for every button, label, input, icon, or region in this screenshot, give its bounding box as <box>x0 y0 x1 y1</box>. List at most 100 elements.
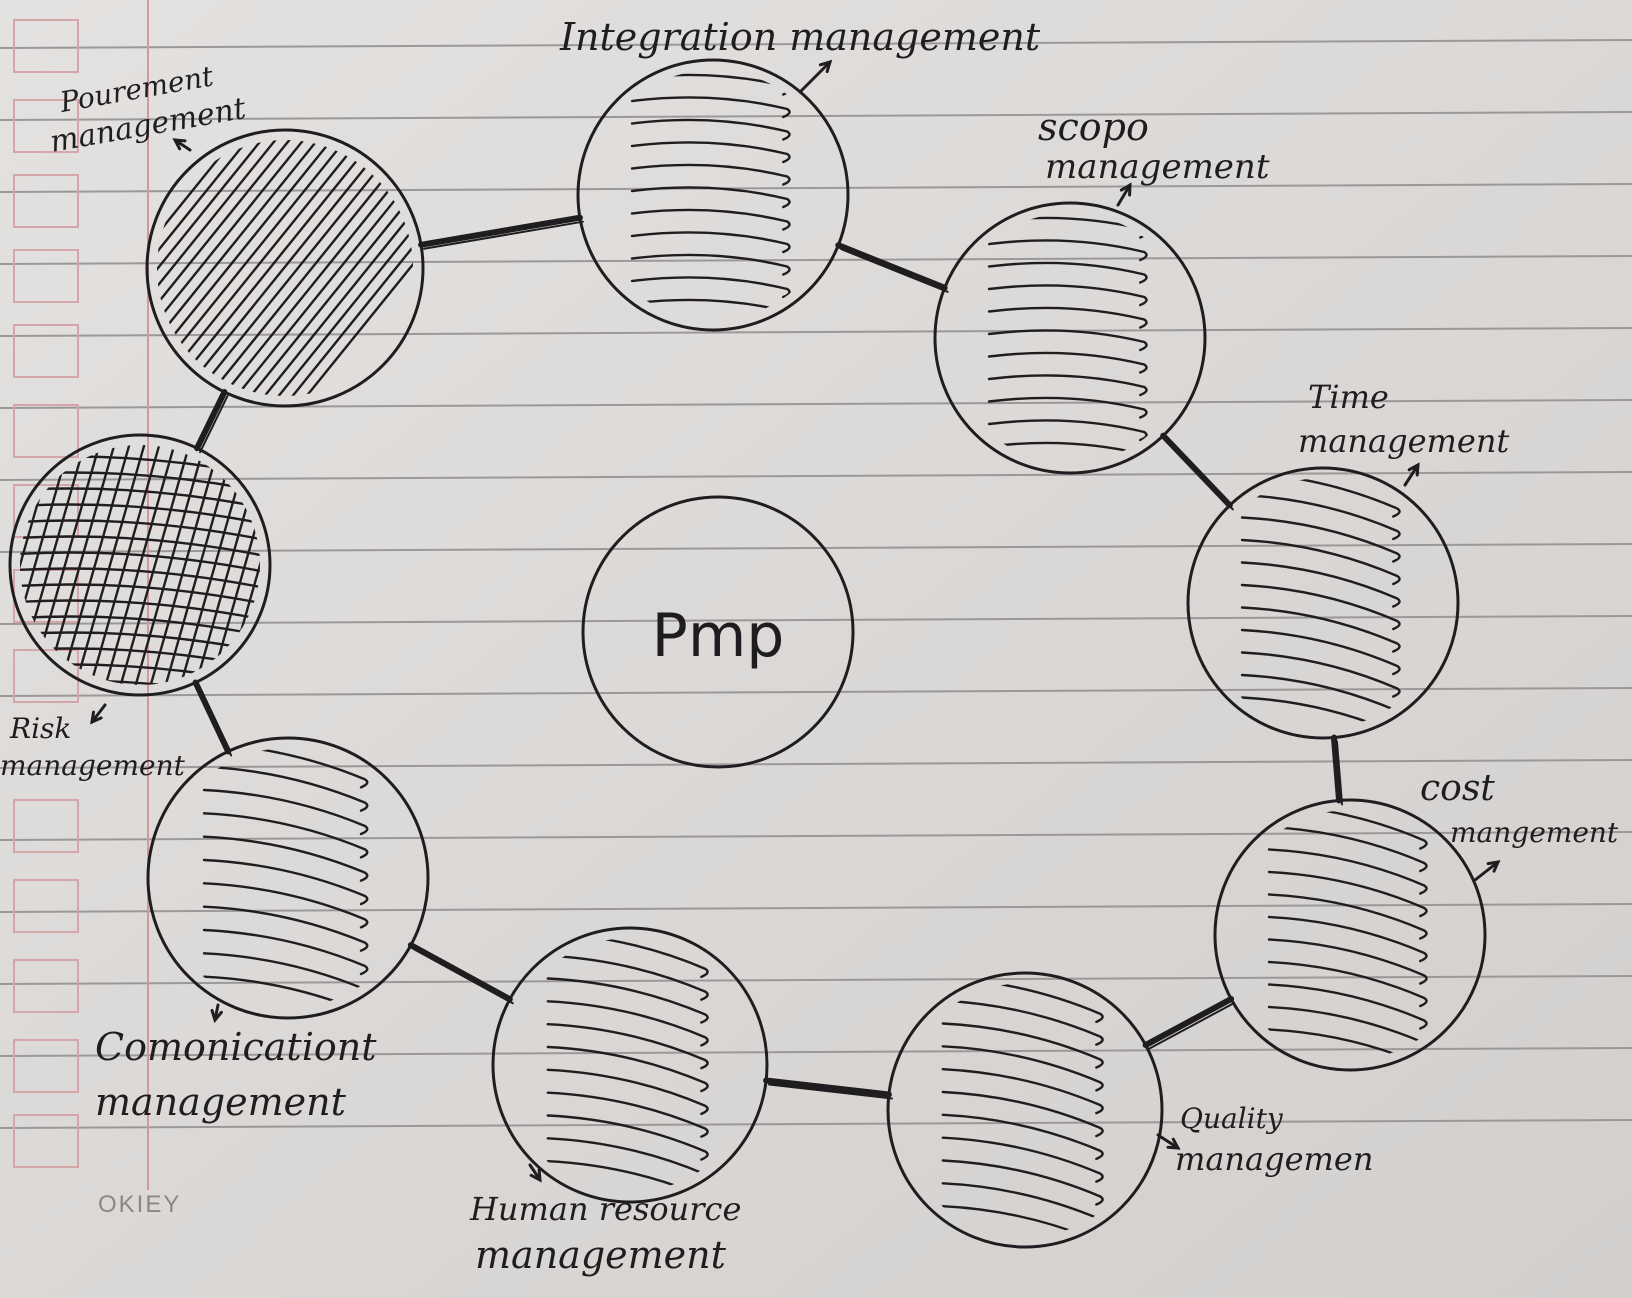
label-communication-line2: management <box>95 1080 347 1124</box>
ruled-line <box>0 1047 1632 1057</box>
scribble-stroke <box>987 351 1148 374</box>
connector <box>407 942 513 1003</box>
cross-stroke-h <box>20 583 260 609</box>
scribble-stroke <box>546 1091 709 1138</box>
margin-box <box>13 324 79 378</box>
margin-box <box>13 404 79 458</box>
node-cost <box>1213 798 1487 1072</box>
node-integration <box>576 58 850 332</box>
ruled-line <box>0 543 1632 553</box>
scribble-stroke <box>987 261 1148 284</box>
connector-shadow <box>423 220 584 250</box>
connector-shadow <box>768 1083 893 1100</box>
scribble-stroke <box>1240 493 1401 541</box>
ruled-line <box>0 615 1632 625</box>
pointer-arrow-head <box>210 1008 223 1024</box>
ruled-line <box>0 255 1632 265</box>
ruled-line <box>0 111 1632 121</box>
label-hr-line1: Human resource <box>469 1190 741 1228</box>
cross-stroke-v <box>53 445 137 685</box>
scribble-stroke <box>630 208 791 231</box>
scribble-stroke <box>1267 915 1428 963</box>
center-circle <box>581 495 855 769</box>
node-scope <box>933 201 1207 475</box>
pointer-arrow-head <box>1166 1137 1181 1150</box>
label-quality-line2: managemen <box>1175 1140 1373 1178</box>
ruled-line <box>0 183 1632 193</box>
connector <box>763 1077 892 1098</box>
connector <box>418 214 583 248</box>
pointer-arrow <box>1403 463 1420 487</box>
scribble-stroke <box>546 1022 709 1070</box>
scribble-stroke <box>1267 825 1428 873</box>
pointer-arrow <box>1156 1133 1180 1150</box>
pointer-arrow-head <box>90 710 103 725</box>
diagonal-stroke <box>289 140 413 396</box>
pointer-arrow-head <box>172 138 187 151</box>
scribble-stroke <box>202 882 369 929</box>
scribble-stroke <box>987 374 1148 397</box>
cross-stroke-v <box>83 445 167 685</box>
margin-box <box>13 1039 79 1093</box>
cross-stroke-h <box>20 599 260 625</box>
scribble-stroke <box>1267 893 1428 940</box>
diagonal-stroke <box>157 140 279 396</box>
scribble-stroke <box>202 858 369 906</box>
diagonal-stroke <box>163 140 377 396</box>
connector-shadow <box>197 685 233 757</box>
diagonal-stroke <box>261 140 413 396</box>
label-integration: Integration management <box>559 15 1041 59</box>
scribble-stroke <box>630 253 791 276</box>
diagonal-stroke <box>275 140 413 396</box>
scribble-stroke <box>546 1114 709 1161</box>
connector <box>192 679 232 755</box>
scribble-stroke <box>1240 538 1401 586</box>
scribble-stroke <box>941 1067 1104 1115</box>
node-circle <box>145 128 425 408</box>
scribble-stroke <box>1240 516 1401 563</box>
margin-box <box>13 19 79 73</box>
margin-box <box>13 879 79 933</box>
label-cost-line1: cost <box>1420 768 1495 809</box>
scribble-stroke <box>941 1136 1104 1183</box>
ruled-line <box>0 975 1632 985</box>
scribble-stroke <box>987 239 1148 262</box>
connector-shadow <box>199 395 229 454</box>
scribble-stroke <box>202 835 369 882</box>
diagonal-stroke <box>157 140 293 396</box>
connector-shadow <box>412 948 514 1005</box>
scribble-stroke <box>987 329 1148 352</box>
ruled-line <box>0 831 1632 841</box>
scribble-stroke <box>1267 938 1428 985</box>
scribble-stroke <box>546 954 709 1001</box>
label-communication-line1: Comonicationt <box>95 1025 377 1069</box>
scribble-stroke <box>1240 628 1401 676</box>
node-fill <box>1240 478 1401 728</box>
ruled-line <box>0 1119 1632 1129</box>
scribble-stroke <box>941 1113 1104 1161</box>
scribble-stroke <box>630 96 791 119</box>
connectors <box>192 214 1344 1100</box>
diagonal-stroke <box>157 140 251 396</box>
connector <box>835 242 948 291</box>
scribble-stroke <box>1267 983 1428 1030</box>
label-quality-line1: Quality <box>1180 1102 1284 1135</box>
ruled-line <box>0 39 1632 49</box>
label-time-line1: Time <box>1308 378 1389 416</box>
node-time <box>1186 466 1460 740</box>
connector <box>1142 996 1235 1049</box>
pointer-arrow <box>1473 860 1500 882</box>
scribble-stroke <box>546 1000 709 1047</box>
connector <box>1330 734 1343 804</box>
scribble-stroke <box>1240 606 1401 653</box>
node-circle <box>933 201 1207 475</box>
node-circle <box>1213 798 1487 1072</box>
center-node: Pmp <box>581 495 855 769</box>
margin-box <box>13 959 79 1013</box>
cross-stroke-v <box>128 445 212 685</box>
node-circle <box>1186 466 1460 740</box>
label-arrows <box>90 59 1501 1183</box>
